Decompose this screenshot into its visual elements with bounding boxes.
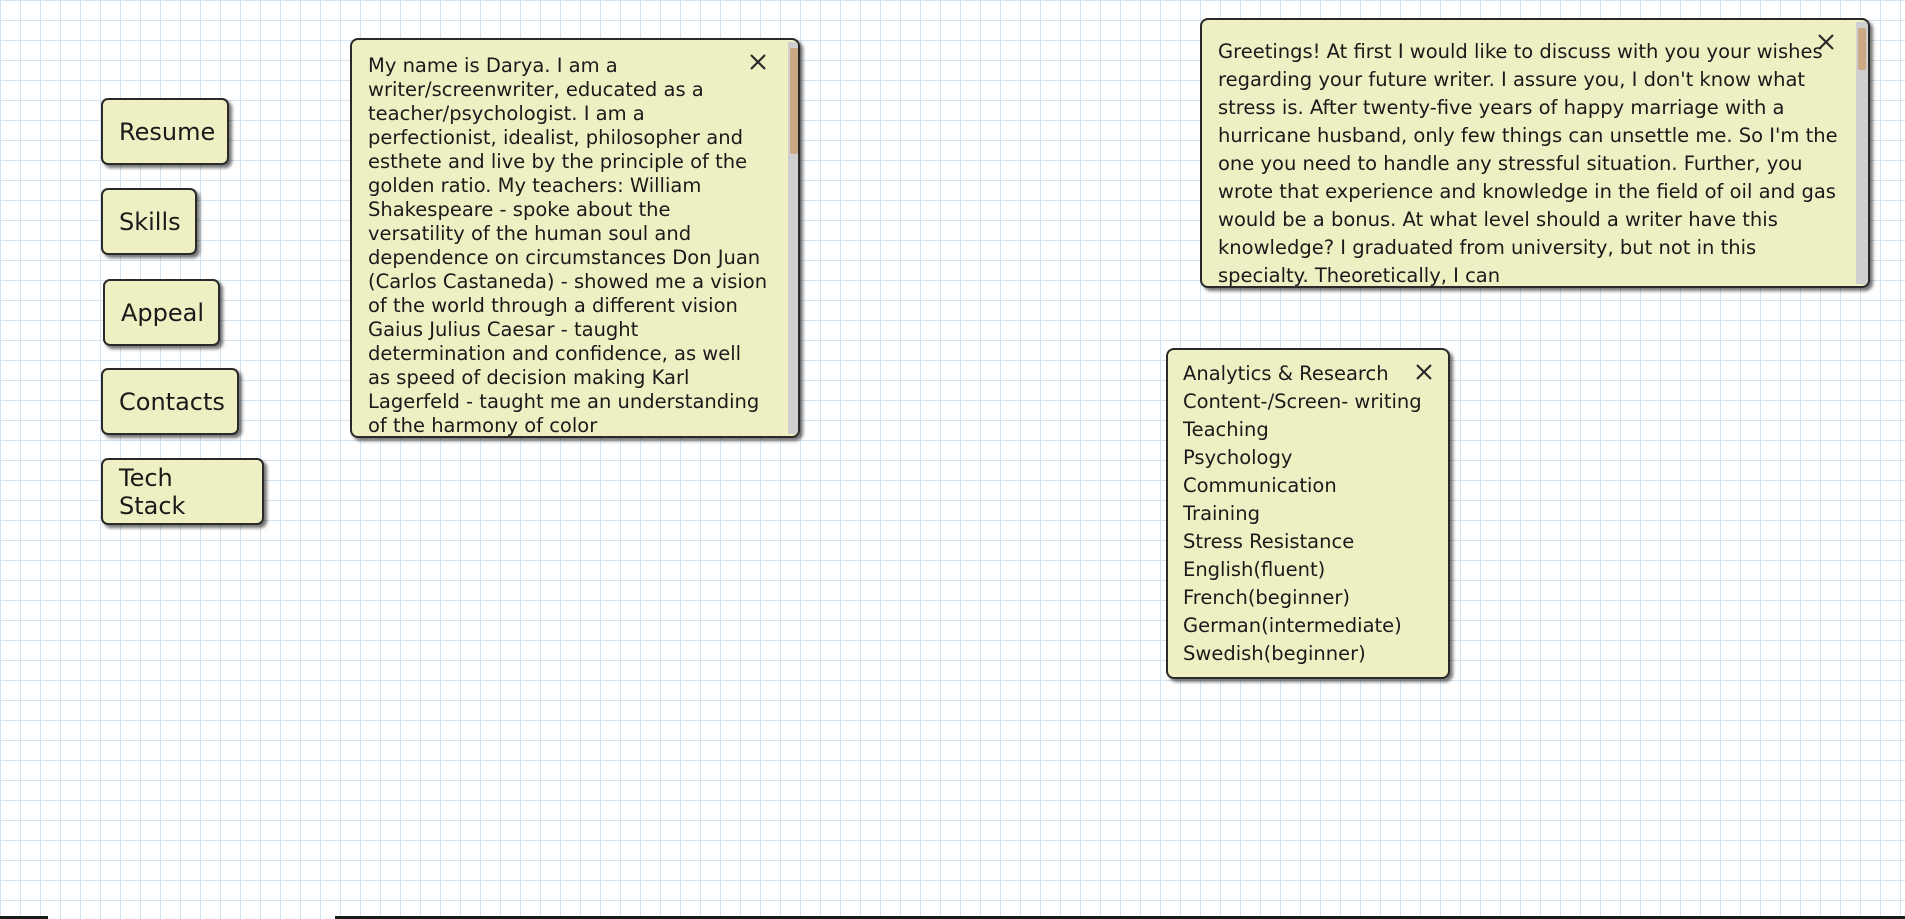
appeal-button[interactable]: Appeal [103, 279, 220, 346]
close-icon[interactable] [746, 50, 770, 74]
bottom-edge-bar [0, 916, 48, 919]
close-icon[interactable] [1814, 30, 1838, 54]
about-text: My name is Darya. I am a writer/screenwr… [368, 54, 768, 437]
skill-item: Psychology [1183, 446, 1293, 469]
skill-item: French(beginner) [1183, 586, 1350, 609]
scrollbar-track[interactable] [788, 42, 798, 434]
skills-note-window: Analytics & Research Content-/Screen- wr… [1166, 348, 1450, 679]
close-icon-glyph [1818, 34, 1834, 50]
skill-item: German(intermediate) [1183, 614, 1402, 637]
contacts-button[interactable]: Contacts [101, 368, 239, 435]
skills-button[interactable]: Skills [101, 188, 197, 255]
scrollbar-thumb[interactable] [1858, 28, 1866, 70]
about-note-window: My name is Darya. I am a writer/screenwr… [350, 38, 800, 438]
skill-item: English(fluent) [1183, 558, 1326, 581]
skills-list: Analytics & Research Content-/Screen- wr… [1183, 360, 1422, 668]
tech-stack-button[interactable]: Tech Stack [101, 458, 264, 525]
close-icon-glyph [1416, 364, 1432, 380]
scrollbar-thumb[interactable] [790, 48, 798, 154]
close-icon[interactable] [1412, 360, 1436, 384]
skill-item: Content-/Screen- writing [1183, 390, 1422, 413]
skill-item: Communication [1183, 474, 1337, 497]
skill-item: Analytics & Research [1183, 362, 1389, 385]
resume-button[interactable]: Resume [101, 98, 229, 165]
bottom-edge-bar [335, 916, 1905, 919]
scrollbar-track[interactable] [1856, 22, 1868, 284]
skill-item: Teaching [1183, 418, 1269, 441]
appeal-note-window: Greetings! At first I would like to disc… [1200, 18, 1870, 288]
skill-item: Swedish(beginner) [1183, 642, 1366, 665]
skill-item: Stress Resistance [1183, 530, 1355, 553]
appeal-text: Greetings! At first I would like to disc… [1218, 40, 1838, 287]
skill-item: Training [1183, 502, 1260, 525]
close-icon-glyph [750, 54, 766, 70]
